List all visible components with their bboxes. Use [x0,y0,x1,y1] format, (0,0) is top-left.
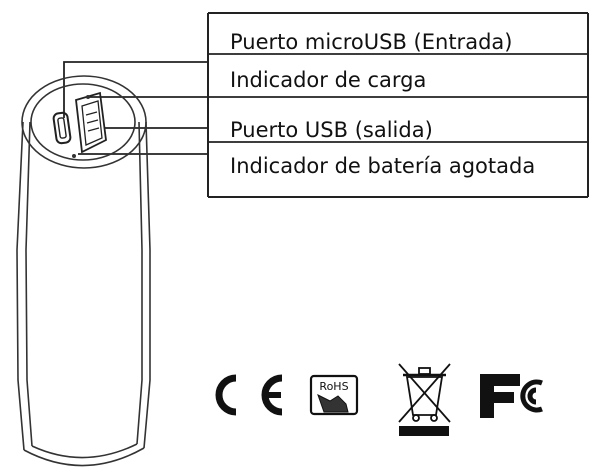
ce-mark-icon [215,374,283,416]
leader-lines [63,53,588,155]
leader-microusb-input [63,53,588,118]
low-battery-led [72,154,76,158]
svg-text:RoHS: RoHS [319,380,348,393]
fcc-c-rings [520,379,543,413]
microusb-port [52,111,72,145]
label-microusb-input: Puerto microUSB (Entrada) [230,30,513,54]
power-bank-body [16,75,151,467]
fcc-mark-icon [480,374,520,418]
rohs-mark-icon: RoHS [309,374,359,416]
callout-frame [207,12,589,198]
charge-indicator-led [86,95,90,99]
usb-output-port [75,91,107,154]
label-low-battery-indicator: Indicador de batería agotada [230,154,536,178]
label-charge-indicator: Indicador de carga [230,68,427,92]
leader-usb-output [104,127,588,143]
label-usb-output: Puerto USB (salida) [230,118,433,142]
weee-bin-icon [398,363,451,436]
